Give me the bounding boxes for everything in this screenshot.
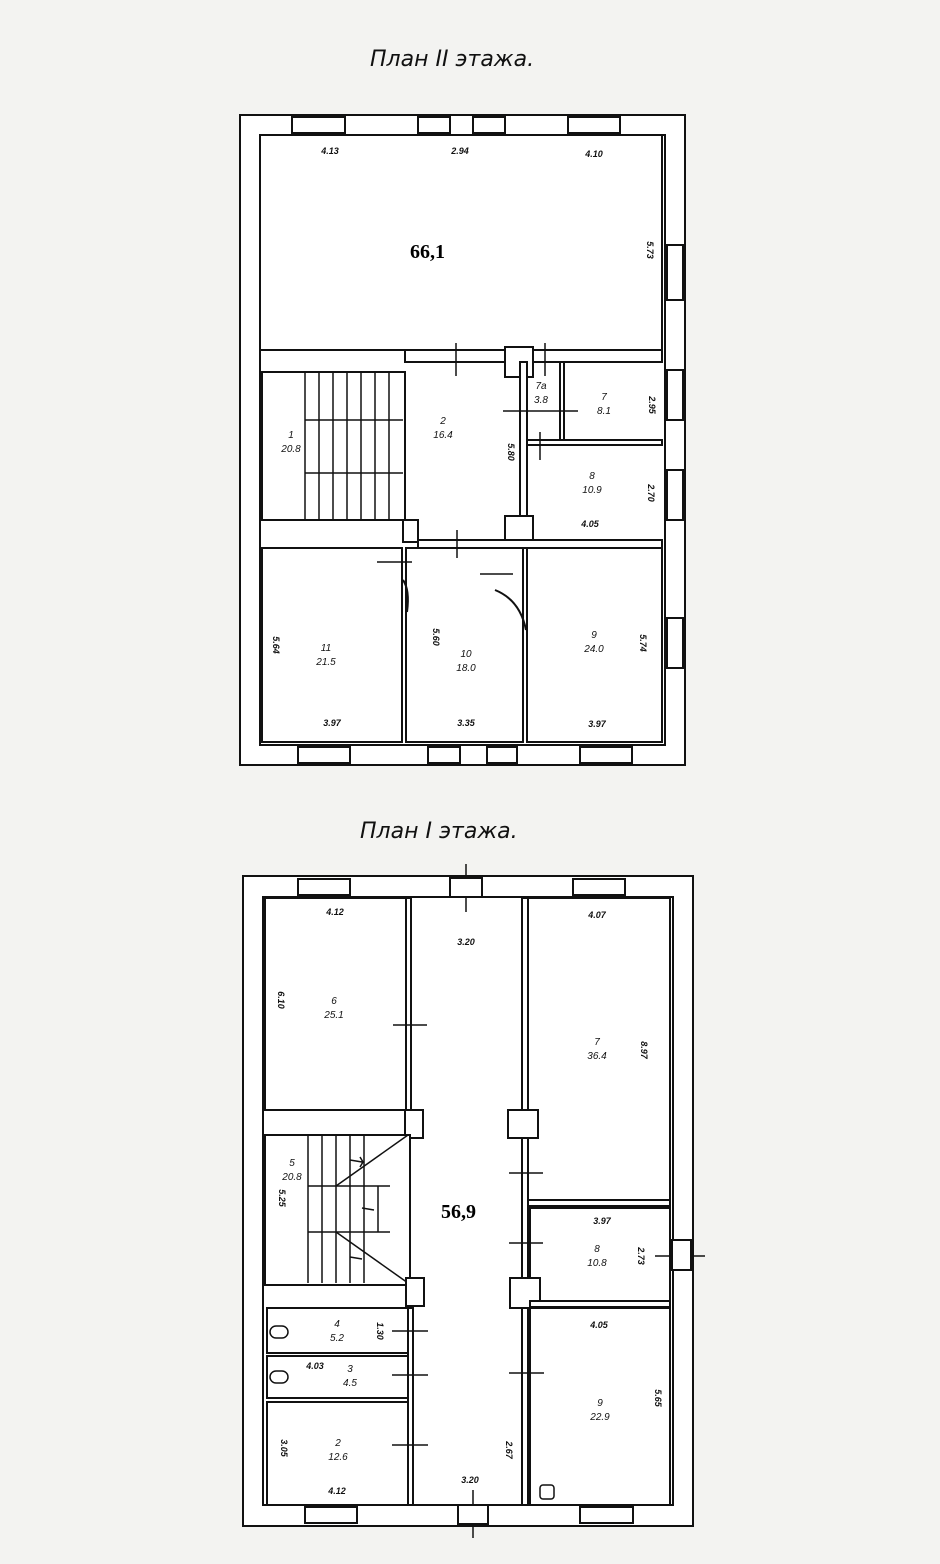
- dimension: 5.64: [271, 636, 281, 654]
- room-area: 5.2: [330, 1333, 344, 1344]
- room-number: 11: [321, 643, 331, 654]
- floor1-room-7: [527, 897, 671, 1201]
- windows: [291, 116, 684, 764]
- dimension: 5.25: [277, 1189, 287, 1208]
- toilet-icons: [269, 1325, 289, 1384]
- floor1-room-3: [266, 1355, 409, 1399]
- floor1-room-9: [529, 1307, 671, 1506]
- room-area: 16.4: [433, 430, 453, 441]
- floor1-plan: 56,9 6 25.1 7 36.4 5 20.8 8 10.8 4 5.2 3…: [242, 864, 705, 1538]
- room-number: 8: [589, 471, 595, 482]
- dimension: 6.10: [276, 991, 286, 1009]
- room-number: 5: [289, 1158, 295, 1169]
- room-area: 36.4: [587, 1051, 607, 1062]
- dimension: 3.20: [457, 937, 475, 947]
- floor2-total-area: 66,1: [410, 241, 445, 263]
- dimension: 4.05: [589, 1320, 609, 1330]
- dimension: 3.05: [279, 1439, 289, 1458]
- floor1-room-2: [266, 1401, 409, 1506]
- dimension: 1.30: [375, 1322, 385, 1340]
- dimension: 4.07: [587, 910, 607, 920]
- room-area: 22.9: [589, 1412, 610, 1423]
- room-number: 7: [594, 1037, 600, 1048]
- floor1-total-area: 56,9: [441, 1201, 476, 1223]
- room-number: 10: [460, 649, 472, 660]
- dimension: 2.70: [646, 483, 656, 502]
- room-area: 20.8: [281, 1172, 302, 1183]
- dimension: 5.73: [645, 241, 655, 259]
- dimension: 3.35: [457, 718, 476, 728]
- room-area: 18.0: [456, 663, 476, 674]
- room-area: 4.5: [343, 1378, 357, 1389]
- room-area: 8.1: [597, 406, 611, 417]
- room-number: 3: [347, 1364, 353, 1375]
- room-number: 4: [334, 1319, 340, 1330]
- room-number: 7а: [535, 381, 547, 392]
- floor2-room-10: [405, 547, 524, 743]
- stairs: [307, 1134, 409, 1284]
- floor2-room-9: [526, 547, 663, 743]
- dimension: 4.12: [327, 1486, 346, 1496]
- door-marks: [377, 343, 578, 575]
- room-area: 10.8: [587, 1258, 607, 1269]
- room-number: 1: [288, 430, 294, 441]
- dimension: 2.73: [636, 1246, 646, 1265]
- room-number: 8: [594, 1244, 600, 1255]
- room-number: 6: [331, 996, 337, 1007]
- dimension: 5.65: [653, 1389, 663, 1408]
- dimension: 3.20: [461, 1475, 479, 1485]
- room-area: 24.0: [583, 644, 604, 655]
- room-number: 9: [591, 630, 597, 641]
- floor1-room-6: [264, 897, 407, 1111]
- floor2-room-11: [261, 547, 403, 743]
- dimension: 5.80: [506, 443, 516, 461]
- dimension: 2.94: [450, 146, 469, 156]
- stairs: [304, 372, 403, 520]
- floor1-title: План I этажа.: [360, 819, 518, 844]
- floor2-title: План II этажа.: [370, 47, 534, 72]
- dimension: 4.10: [584, 149, 603, 159]
- room-area: 21.5: [315, 657, 336, 668]
- dimension: 2.67: [504, 1440, 514, 1460]
- room-area: 12.6: [328, 1452, 348, 1463]
- room-area: 25.1: [323, 1010, 343, 1021]
- windows: [297, 877, 692, 1525]
- dimension: 4.05: [580, 519, 600, 529]
- dimension: 5.60: [431, 628, 441, 646]
- room-number: 7: [601, 392, 607, 403]
- floor2-hall: [259, 134, 663, 351]
- column: [507, 1109, 539, 1139]
- dimension: 4.03: [305, 1361, 324, 1371]
- dimension: 3.97: [593, 1216, 612, 1226]
- room-number: 9: [597, 1398, 603, 1409]
- dimension: 8.97: [639, 1041, 649, 1060]
- room-area: 3.8: [534, 395, 548, 406]
- dimension: 5.74: [638, 634, 648, 652]
- room-area: 10.9: [582, 485, 602, 496]
- floor1-room-4: [266, 1307, 409, 1354]
- dimension: 3.97: [588, 719, 607, 729]
- dimension: 3.97: [323, 718, 342, 728]
- dimension: 2.95: [647, 395, 657, 415]
- dimension: 4.13: [320, 146, 339, 156]
- floor1-room-8: [529, 1207, 671, 1302]
- room-number: 2: [439, 416, 446, 427]
- room-number: 2: [334, 1438, 341, 1449]
- floor1-room-5: [264, 1134, 411, 1286]
- room-area: 20.8: [280, 444, 301, 455]
- dimension: 4.12: [325, 907, 344, 917]
- floor2-plan: 66,1 1 20.8 2 16.4 7а 3.8 7 8.1 8 10.9 9…: [239, 114, 686, 766]
